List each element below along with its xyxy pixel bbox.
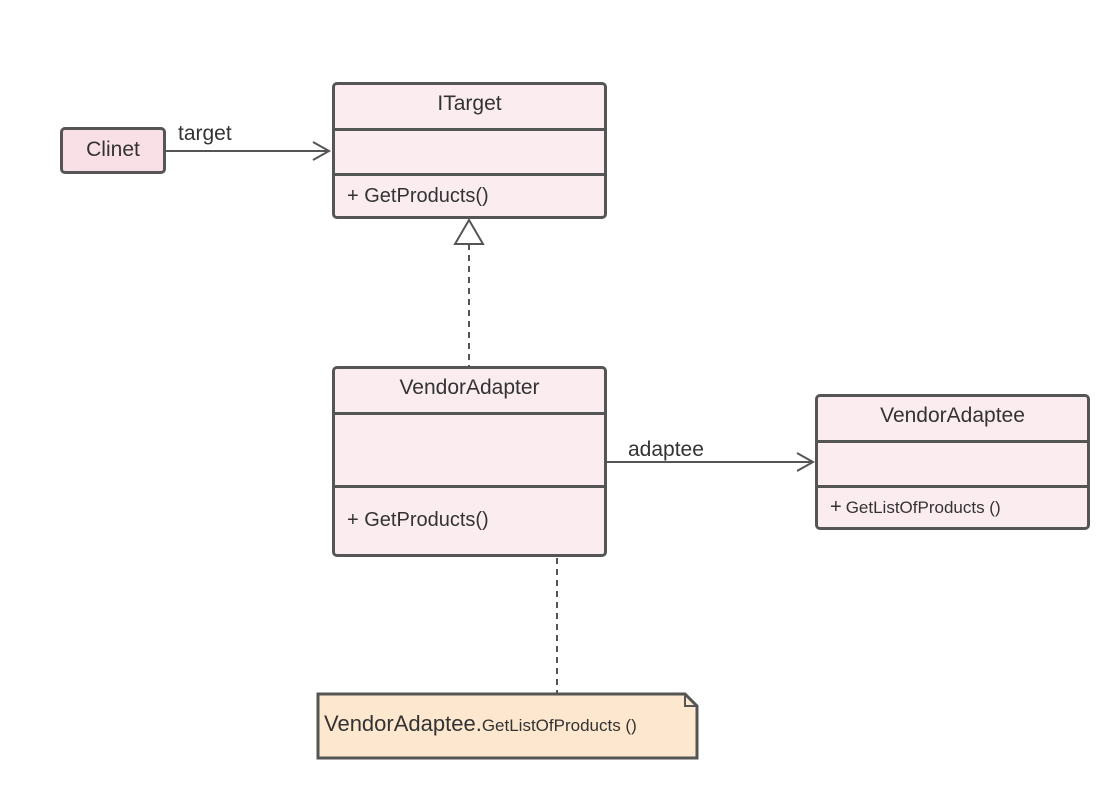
adaptee-label: adaptee: [628, 438, 704, 461]
target-arrowhead: [312, 141, 332, 161]
note-class-part: VendorAdaptee.: [324, 711, 482, 736]
realization-triangle: [453, 218, 485, 245]
vendor-adapter-attributes: [335, 415, 604, 488]
vendor-adaptee-attributes: [818, 443, 1087, 488]
note-shape[interactable]: [316, 692, 699, 760]
itarget-class[interactable]: ITarget + GetProducts(): [332, 82, 607, 219]
client-box[interactable]: Clinet: [60, 127, 166, 174]
itarget-attributes: [335, 131, 604, 176]
vendor-adaptee-name: VendorAdaptee: [818, 397, 1087, 443]
vendor-adapter-class[interactable]: VendorAdapter + GetProducts(): [332, 366, 607, 557]
vendor-adaptee-method-prefix: +: [830, 496, 842, 518]
itarget-name: ITarget: [335, 85, 604, 131]
vendor-adaptee-class[interactable]: VendorAdaptee +GetListOfProducts (): [815, 394, 1090, 530]
note-text: VendorAdaptee.GetListOfProducts (): [324, 711, 637, 737]
client-name: Clinet: [86, 138, 140, 161]
itarget-method: + GetProducts(): [347, 185, 489, 207]
vendor-adaptee-method-row: +GetListOfProducts (): [818, 488, 1087, 527]
adaptee-arrowhead: [796, 452, 816, 472]
note-method-part: GetListOfProducts (): [481, 716, 637, 735]
target-label: target: [178, 122, 232, 145]
vendor-adapter-method: + GetProducts(): [347, 509, 489, 531]
vendor-adapter-name: VendorAdapter: [335, 369, 604, 415]
vendor-adaptee-method: GetListOfProducts (): [845, 498, 1001, 517]
note-fold: [684, 694, 697, 707]
